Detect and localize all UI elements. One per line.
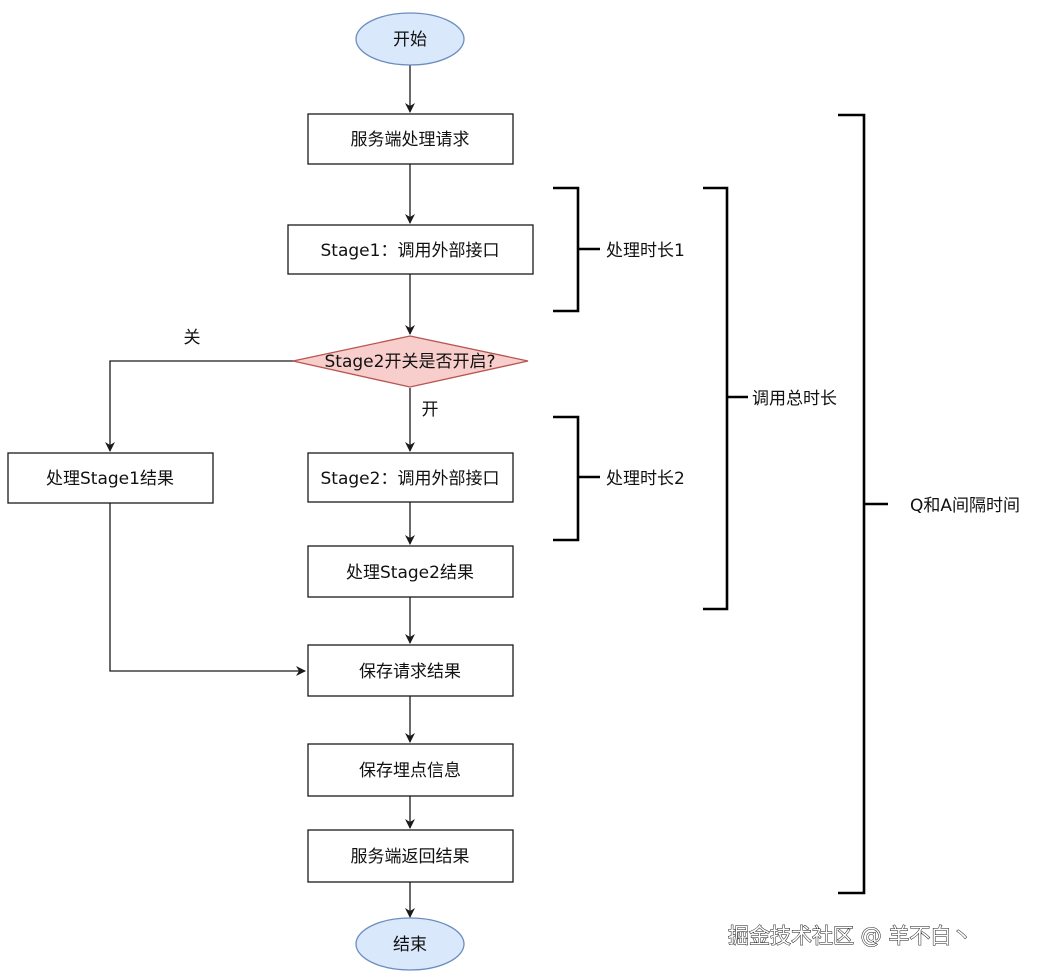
brace-duration2: 处理时长2 — [553, 415, 685, 542]
watermark: 掘金技术社区 @ 羊不白丶 — [728, 924, 972, 948]
node-save-tracking: 保存埋点信息 — [307, 743, 514, 797]
brace-total-call-label: 调用总时长 — [752, 389, 837, 409]
node-process-stage1-result: 处理Stage1结果 — [7, 452, 214, 504]
save-tracking-label: 保存埋点信息 — [359, 761, 461, 781]
node-server-process: 服务端处理请求 — [307, 113, 514, 165]
brace-qa-interval: Q和A间隔时间 — [838, 113, 1020, 895]
node-process-stage2-result: 处理Stage2结果 — [307, 545, 514, 598]
node-server-return: 服务端返回结果 — [307, 829, 514, 883]
edge-switch-to-process-stage1 — [105, 360, 294, 452]
brace-duration1-label: 处理时长1 — [606, 241, 685, 261]
process-stage1-result-label: 处理Stage1结果 — [46, 469, 174, 489]
start-terminal — [355, 12, 465, 66]
node-save-result: 保存请求结果 — [307, 644, 514, 697]
edge-label-on: 开 — [422, 400, 439, 420]
edge-label-off: 关 — [184, 328, 201, 348]
node-end: 结束 — [355, 917, 465, 971]
edges — [105, 65, 415, 918]
stage1-call-label: Stage1：调用外部接口 — [321, 241, 500, 261]
server-return-label: 服务端返回结果 — [351, 847, 470, 867]
stage2-call-label: Stage2：调用外部接口 — [321, 469, 500, 489]
brace-total-call: 调用总时长 — [703, 186, 837, 611]
node-stage2-call: Stage2：调用外部接口 — [307, 452, 514, 503]
stage2-switch-label: Stage2开关是否开启? — [325, 352, 496, 372]
edge-process-stage1-to-save — [109, 503, 306, 676]
server-process-label: 服务端处理请求 — [351, 130, 470, 150]
process-stage2-result-label: 处理Stage2结果 — [346, 563, 474, 583]
node-stage2-switch: Stage2开关是否开启? — [292, 335, 529, 388]
end-label: 结束 — [393, 935, 427, 955]
brace-duration2-label: 处理时长2 — [606, 469, 685, 489]
start-label: 开始 — [393, 30, 427, 50]
stage2-switch-diamond — [292, 335, 529, 388]
node-stage1-call: Stage1：调用外部接口 — [287, 224, 534, 275]
brace-duration1: 处理时长1 — [553, 186, 685, 313]
brace-qa-interval-label: Q和A间隔时间 — [910, 496, 1020, 516]
save-result-label: 保存请求结果 — [359, 662, 461, 682]
end-terminal — [355, 917, 465, 971]
node-start: 开始 — [355, 12, 465, 66]
